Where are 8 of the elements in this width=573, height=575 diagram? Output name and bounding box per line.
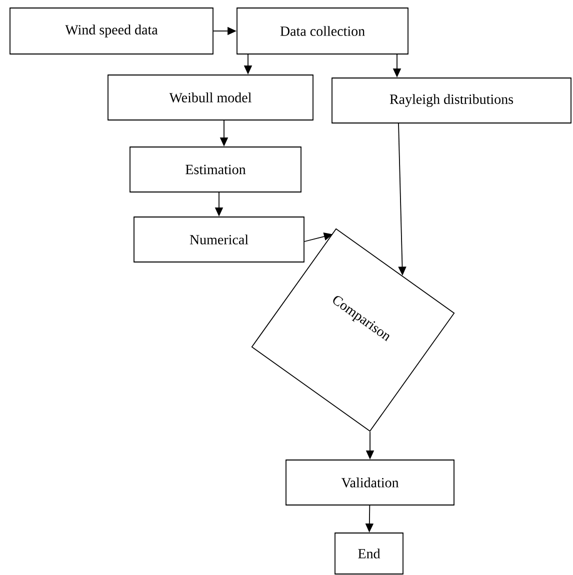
process-box: Numerical (134, 216, 304, 262)
process-box: Validation (286, 460, 454, 506)
process-box: Rayleigh distributions (332, 78, 572, 124)
process-box: Estimation (130, 146, 302, 192)
process-box: End (334, 532, 404, 574)
process-box: Data collection (236, 8, 408, 54)
process-box: Weibull model (108, 74, 314, 120)
process-box: Wind speed data (10, 8, 214, 54)
